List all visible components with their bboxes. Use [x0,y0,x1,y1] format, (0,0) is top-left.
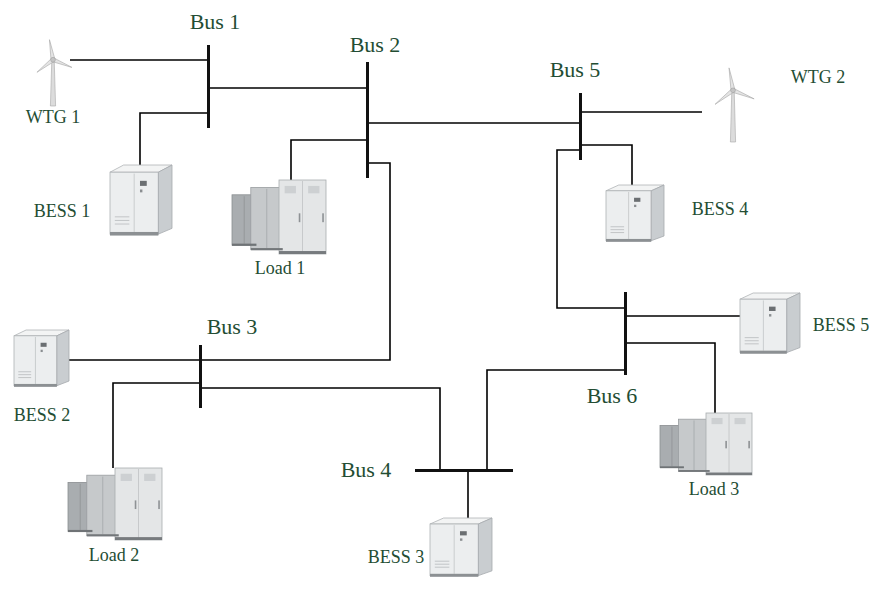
bus-bar: Bus 6 [624,292,627,375]
power-line [627,343,715,413]
battery-storage-icon [430,518,492,578]
power-line [140,113,207,165]
bus-label: Bus 1 [190,10,241,34]
component-label: Load 2 [89,546,139,566]
battery-storage-icon [110,165,172,237]
power-line [202,388,440,469]
power-line [70,59,207,61]
power-line [113,383,199,468]
load-cabinet: Load 1 [232,180,326,254]
component-label: BESS 5 [813,316,870,336]
wind-turbine-icon [702,66,764,142]
bus-bar: Bus 5 [579,93,582,160]
wind-turbine: WTG 2 [702,66,764,142]
battery-storage: BESS 4 [606,185,664,243]
power-line [291,140,366,180]
battery-storage-icon [740,293,800,355]
battery-storage-icon [606,185,664,243]
battery-storage: BESS 5 [740,293,800,355]
component-label: WTG 1 [26,108,80,128]
bus-label: Bus 4 [341,458,392,482]
bus-bar: Bus 3 [199,345,202,408]
component-label: Load 3 [689,480,739,500]
component-label: Load 1 [255,259,305,279]
component-label: BESS 3 [368,548,425,568]
power-line [627,315,740,317]
battery-storage: BESS 1 [110,165,172,237]
power-line [582,111,702,113]
bus-bar: Bus 4 [415,469,513,472]
load-cabinet: Load 2 [68,468,162,540]
power-line [69,359,199,361]
bus-label: Bus 5 [550,58,601,82]
component-label: BESS 2 [14,406,71,426]
wind-turbine-icon [36,38,70,106]
load-cabinet: Load 3 [660,413,752,475]
load-cabinet-icon [232,180,326,254]
wind-turbine: WTG 1 [36,38,70,106]
bus-bar: Bus 1 [207,45,210,128]
bus-label: Bus 6 [587,384,638,408]
power-line [467,472,469,518]
battery-storage-icon [14,330,69,388]
load-cabinet-icon [660,413,752,475]
power-line [582,145,632,185]
battery-storage: BESS 3 [430,518,492,578]
power-line [202,163,390,360]
power-line [210,87,366,89]
bus-label: Bus 3 [207,315,258,339]
bus-bar: Bus 2 [366,62,369,178]
battery-storage: BESS 2 [14,330,69,388]
load-cabinet-icon [68,468,162,540]
bus-label: Bus 2 [350,33,401,57]
component-label: BESS 4 [692,200,749,220]
power-line [369,122,579,124]
component-label: WTG 2 [791,68,845,88]
component-label: BESS 1 [34,202,91,222]
